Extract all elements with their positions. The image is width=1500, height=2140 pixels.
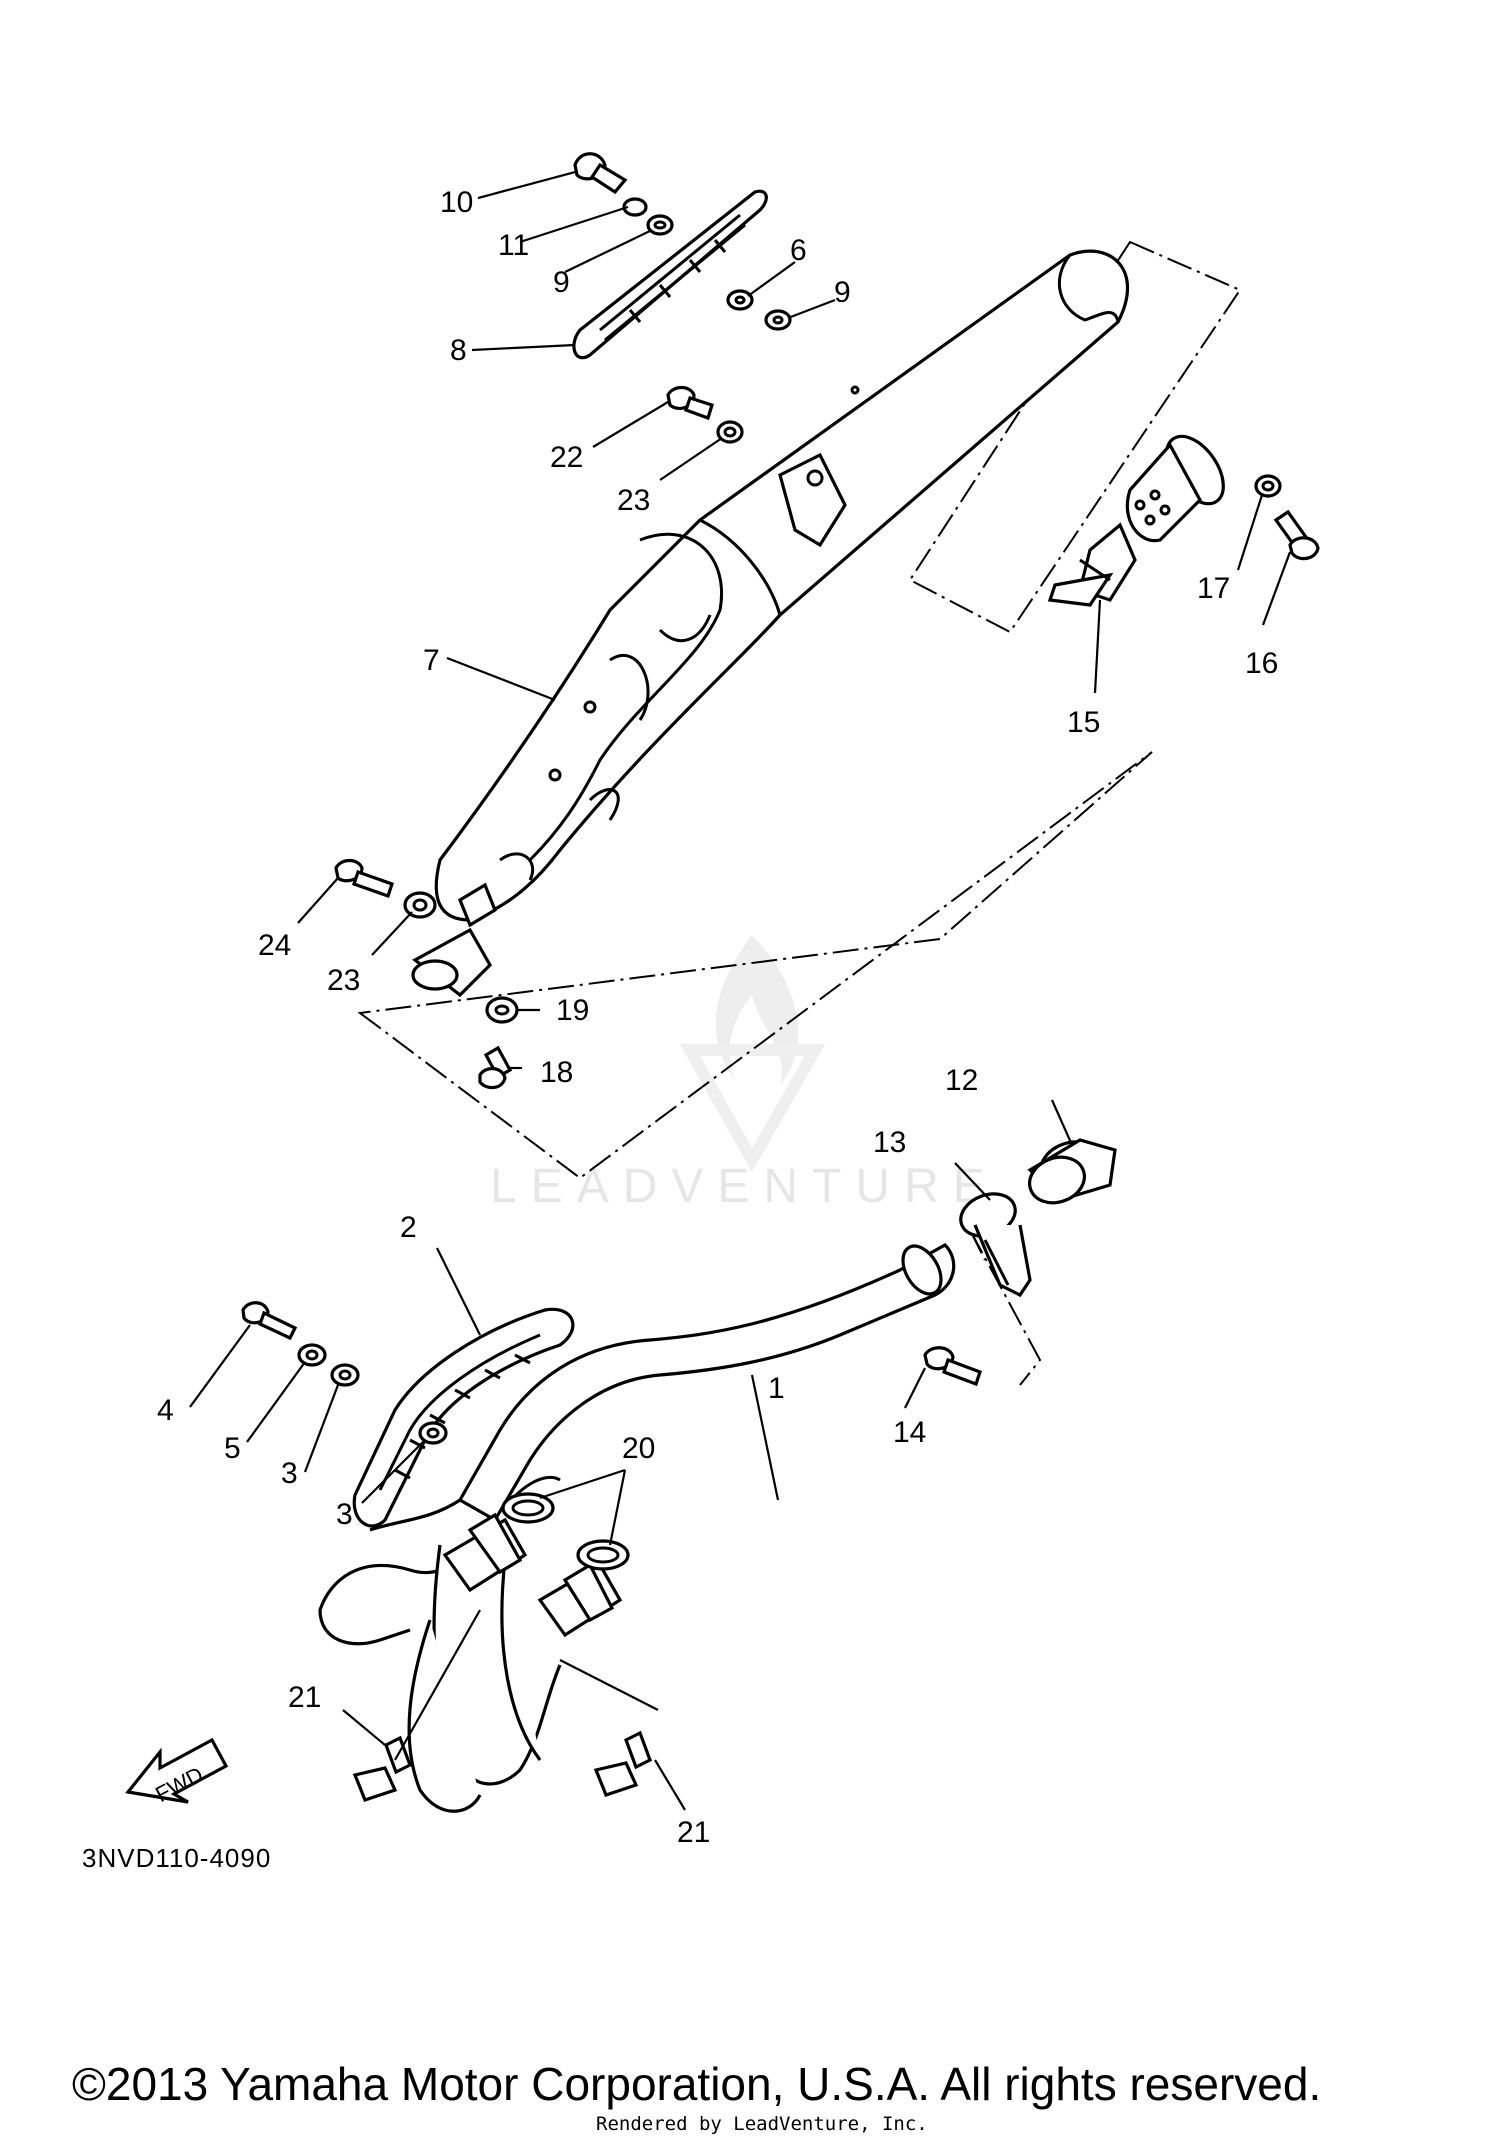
watermark: LEADVENTURE: [490, 935, 999, 1213]
callout-21a: 21: [288, 1681, 321, 1714]
callout-18: 18: [540, 1056, 573, 1089]
pipe-heat-guard: [352, 1307, 575, 1528]
gasket-12: [1027, 1138, 1117, 1205]
leader-lines: [189, 170, 1292, 1811]
callout-17: 17: [1197, 572, 1230, 605]
callout-9a: 9: [553, 266, 570, 299]
forward-arrow-icon: FWD: [125, 1737, 229, 1807]
callout-3a: 3: [281, 1457, 298, 1490]
callout-2: 2: [400, 1211, 417, 1244]
callout-23b: 23: [327, 964, 360, 997]
callout-14: 14: [893, 1416, 926, 1449]
callout-9b: 9: [834, 276, 851, 309]
copyright-notice: ©2013 Yamaha Motor Corporation, U.S.A. A…: [72, 2058, 1321, 2110]
callout-15: 15: [1067, 706, 1100, 739]
callout-19: 19: [556, 994, 589, 1027]
callout-20: 20: [622, 1432, 655, 1465]
spark-arrester: [1047, 434, 1225, 607]
diagram-code: 3NVD110-4090: [82, 1843, 271, 1873]
frame-clamp: [969, 1229, 1042, 1386]
watermark-flame-icon: [679, 935, 826, 1173]
callout-24: 24: [258, 929, 291, 962]
callout-16: 16: [1245, 647, 1278, 680]
watermark-text: LEADVENTURE: [490, 1160, 999, 1213]
callout-1: 1: [768, 1372, 785, 1405]
clamp-13: [959, 1192, 1032, 1298]
callout-10: 10: [440, 186, 473, 219]
callout-labels: 1 2 3 3 4 5 6 7 8 9 9 10 11 12 13 14 15 …: [157, 186, 1278, 1849]
callout-6: 6: [790, 234, 807, 267]
callout-12: 12: [945, 1064, 978, 1097]
callout-4: 4: [157, 1394, 174, 1427]
frame-spark-arrester: [908, 240, 1242, 634]
callout-3b: 3: [336, 1498, 353, 1531]
fasteners: [241, 152, 1320, 1802]
exhaust-pipe: [318, 1243, 956, 1813]
callout-11: 11: [498, 229, 529, 262]
rendered-by-note: Rendered by LeadVenture, Inc.: [596, 2113, 928, 2135]
callout-21b: 21: [677, 1816, 710, 1849]
callout-8: 8: [450, 334, 467, 367]
callout-22: 22: [550, 441, 583, 474]
callout-5: 5: [224, 1432, 241, 1465]
callout-13: 13: [873, 1126, 906, 1159]
callout-7: 7: [423, 644, 440, 677]
frame-pipe-joint: [357, 751, 1153, 1180]
muffler: [411, 249, 1130, 998]
callout-23a: 23: [617, 484, 650, 517]
